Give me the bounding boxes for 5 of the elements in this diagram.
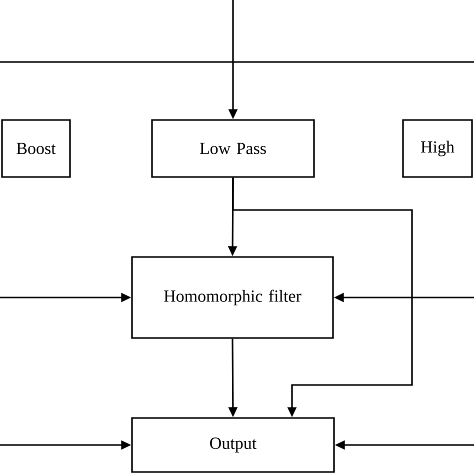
process-box: Output [131,417,335,473]
process-box: High [402,119,473,178]
process-box: Homomorphic filter [131,256,334,339]
process-box: Boost [1,119,71,178]
process-box: Low Pass [151,119,315,178]
